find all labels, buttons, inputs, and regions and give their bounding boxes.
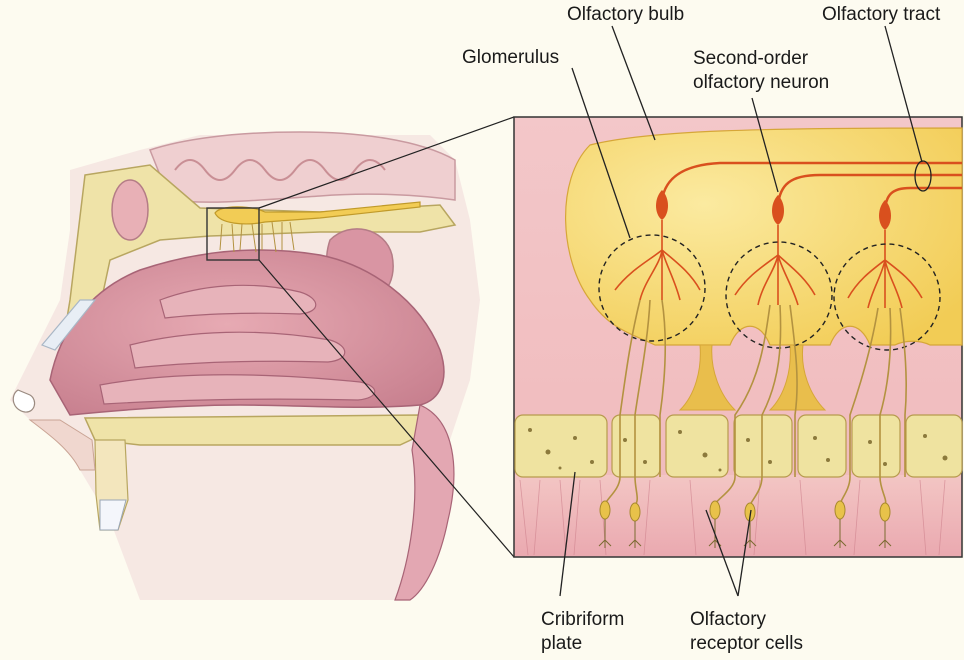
label-second-order-neuron: Second-order olfactory neuron [693, 47, 829, 95]
frontal-sinus [111, 179, 149, 241]
inset-marker [206, 207, 260, 261]
inset-detail [513, 116, 963, 558]
hard-palate [83, 414, 434, 446]
bulb-stalks [678, 344, 827, 411]
bone-speckles [528, 428, 948, 472]
second-order-neurons [656, 190, 891, 230]
leader-lines [559, 25, 923, 597]
leader-cribriform [559, 471, 576, 597]
label-olfactory-tract: Olfactory tract [822, 4, 941, 25]
inferior-turbinate [99, 374, 376, 405]
nostril [12, 389, 36, 413]
tooth-enamel [99, 499, 127, 531]
glomerulus-3 [833, 243, 941, 351]
leader-olfactory-tract [884, 25, 923, 163]
zoom-line-bottom [258, 259, 515, 558]
brain [149, 131, 456, 203]
pharynx [394, 404, 455, 601]
brain-folds [174, 159, 386, 181]
upper-lip [28, 419, 96, 471]
label-olfactory-bulb: Olfactory bulb [567, 4, 685, 25]
glomeruli [598, 234, 941, 351]
glomerulus-2 [725, 241, 833, 349]
receptor-cilia [598, 519, 892, 548]
leader-glomerulus [571, 67, 631, 239]
small-receptor-fibers [219, 221, 295, 253]
glomerulus-1 [598, 234, 706, 342]
leader-receptor-a [705, 509, 739, 597]
nasal-cartilage [40, 299, 97, 351]
label-cribriform-line1: Cribriform [541, 609, 625, 630]
label-receptor-line2: receptor cells [690, 633, 803, 654]
leader-receptor-b [737, 509, 752, 597]
small-olfactory-bulb [214, 201, 421, 225]
tract-marker [914, 160, 932, 192]
zoom-line-top [258, 116, 515, 209]
mucosa-fibers [519, 479, 946, 556]
label-second-order-line1: Second-order [693, 48, 809, 69]
label-cribriform-line2: plate [541, 633, 583, 654]
neuron-dendrites [614, 220, 923, 309]
middle-turbinate [129, 331, 346, 369]
label-olfactory-receptor-cells: Olfactory receptor cells [690, 608, 803, 656]
label-glomerulus: Glomerulus [462, 47, 560, 68]
head-cross-section [10, 131, 480, 601]
cribriform-plate-bone [514, 414, 963, 478]
receptor-axons [604, 299, 907, 506]
mucosa-band [515, 475, 961, 556]
label-receptor-line1: Olfactory [690, 609, 767, 630]
label-cribriform-plate: Cribriform plate [541, 608, 624, 656]
olfactory-bulb-shape [565, 127, 963, 346]
leader-second-order [751, 97, 779, 193]
label-second-order-line2: olfactory neuron [693, 72, 830, 93]
leader-olfactory-bulb [611, 25, 656, 141]
superior-turbinate [159, 284, 317, 319]
